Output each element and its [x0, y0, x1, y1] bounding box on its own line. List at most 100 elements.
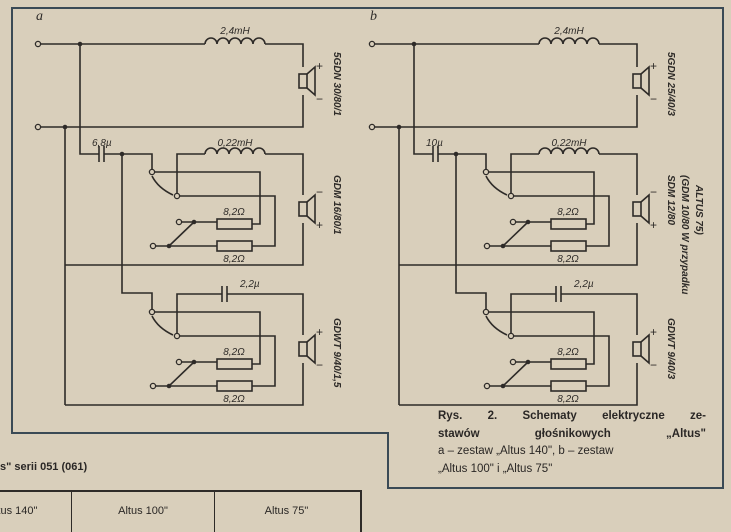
speaker-model-label: GDWT 9/40/1,5 [331, 318, 342, 388]
panel-letter: b [370, 9, 377, 24]
terminal-icon [34, 40, 42, 48]
resistor-label: 8,2Ω [223, 347, 245, 358]
table-header-cell: Altus 75" [264, 505, 309, 517]
resistor-label: 8,2Ω [557, 394, 579, 405]
wire [490, 221, 551, 247]
polarity-sign: + [316, 59, 323, 73]
speaker-icon [298, 73, 308, 89]
inductor-label: 2,4mH [553, 26, 584, 37]
speaker-icon [298, 201, 308, 217]
resistor-symbol [550, 218, 587, 230]
figure-frame [11, 7, 724, 489]
junction-dot [500, 383, 506, 389]
polarity-sign: − [316, 185, 323, 199]
inductor-label: 0,22mH [551, 138, 587, 149]
schematic-panel-a: a 2,4mH + − 6,8µ 0,22mH − +8,2Ω 8,2Ω 2,2µ + − 8,2Ω 8,… [34, 9, 342, 406]
resistor-symbol [550, 358, 587, 370]
wire [489, 171, 595, 225]
wire [156, 361, 217, 387]
resistor-label: 8,2Ω [557, 207, 579, 218]
caption-line-4: „Altus 100" i „Altus 75" [438, 462, 553, 475]
wire [510, 293, 556, 333]
wire [155, 311, 261, 365]
speaker-icon [632, 201, 642, 217]
capacitor-label: 6,8µ [92, 138, 112, 149]
wire [561, 293, 638, 335]
polarity-sign: − [650, 185, 657, 199]
junction-dot [62, 124, 68, 130]
junction-dot [453, 151, 459, 157]
crossover-schematic: a 2,4mH + − 6,8µ 0,22mH − +8,2Ω 8,2Ω 2,2µ + − 8,2Ω 8,… [11, 7, 724, 489]
terminal-icon [368, 40, 376, 48]
wire [489, 311, 595, 365]
terminal-icon [483, 242, 491, 250]
resistor-symbol [216, 240, 253, 252]
capacitor-label: 2,2µ [573, 279, 594, 290]
terminal-icon [173, 192, 181, 200]
polarity-sign: + [316, 218, 323, 232]
inductor-symbol [204, 147, 266, 155]
terminal-icon [175, 218, 183, 226]
polarity-sign: − [316, 92, 323, 106]
resistor-symbol [216, 218, 253, 230]
inductor-symbol [538, 37, 600, 45]
terminal-icon [507, 192, 515, 200]
terminal-icon [509, 358, 517, 366]
capacitor-label: 2,2µ [239, 279, 260, 290]
wire [375, 95, 638, 128]
polarity-sign: − [650, 92, 657, 106]
wire [599, 153, 638, 195]
polarity-sign: − [316, 358, 323, 372]
inductor-symbol [538, 147, 600, 155]
polarity-sign: + [650, 218, 657, 232]
resistor-label: 8,2Ω [223, 207, 245, 218]
capacitor-label: 10µ [426, 138, 443, 149]
inductor-symbol [204, 37, 266, 45]
speaker-note-label: (GDM 10/80 W przypadku [679, 175, 690, 294]
switch-arm [151, 315, 174, 336]
table-header-cell: Altus 140" [0, 492, 72, 532]
junction-dot [166, 383, 172, 389]
speaker-icon [632, 341, 642, 357]
junction-dot [396, 124, 402, 130]
switch-arm [485, 315, 508, 336]
wire [65, 223, 304, 266]
wire [156, 221, 217, 247]
wire [490, 361, 551, 387]
junction-dot [191, 359, 197, 365]
caption-line-3: a – zestaw „Altus 140", b – zestaw [438, 445, 614, 457]
junction-dot [77, 41, 83, 47]
speaker-model-label: 5GDN 25/40/3 [665, 52, 676, 116]
wire [514, 195, 610, 247]
polarity-sign: − [650, 358, 657, 372]
speaker-model-label: 5GDN 30/80/1 [331, 52, 342, 116]
resistor-symbol [550, 240, 587, 252]
resistor-label: 8,2Ω [223, 254, 245, 265]
resistor-label: 8,2Ω [557, 347, 579, 358]
caption-line-2: stawów głośnikowych „Altus" [438, 427, 706, 440]
polarity-sign: + [650, 325, 657, 339]
panel-letter: a [36, 9, 43, 24]
table-header-cell: Altus 100" [72, 492, 215, 532]
speaker-note-label: ALTUS 75) [693, 184, 704, 235]
wire [227, 293, 304, 335]
speaker-icon [298, 341, 308, 357]
terminal-icon [149, 382, 157, 390]
inductor-label: 0,22mH [217, 138, 253, 149]
speaker-icon [632, 73, 642, 89]
resistor-symbol [216, 358, 253, 370]
terminal-icon [149, 242, 157, 250]
wire [79, 44, 99, 155]
wire [514, 335, 610, 387]
speaker-cone-icon [640, 193, 650, 225]
switch-arm [485, 175, 508, 196]
speaker-cone-icon [640, 333, 650, 365]
polarity-sign: + [316, 325, 323, 339]
speaker-model-label: GDWT 9/40/3 [665, 318, 676, 380]
wire [180, 335, 276, 387]
inductor-label: 2,4mH [219, 26, 250, 37]
terminal-icon [507, 332, 515, 340]
resistor-symbol [216, 380, 253, 392]
resistor-label: 8,2Ω [223, 394, 245, 405]
